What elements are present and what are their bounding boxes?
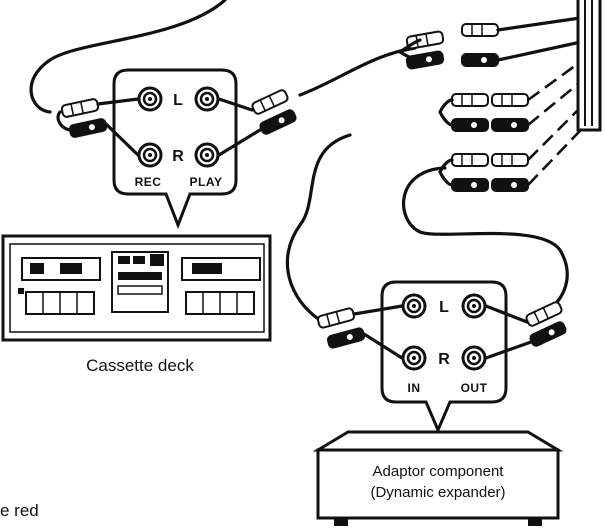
adaptor-jack-out-l bbox=[461, 293, 487, 319]
adaptor-label-out: OUT bbox=[461, 381, 488, 395]
adaptor-label-r: R bbox=[438, 351, 450, 368]
cassette-jack-play-r bbox=[194, 142, 220, 168]
wire-play-to-amp bbox=[298, 46, 417, 97]
adaptor-jack-panel: L R IN OUT bbox=[380, 280, 508, 434]
wire-loop-top bbox=[29, 0, 227, 114]
amplifier-edge bbox=[576, 0, 602, 132]
cassette-plugs bbox=[56, 87, 298, 157]
adaptor-plugs bbox=[316, 299, 568, 360]
cassette-jack-panel: L R REC PLAY bbox=[112, 68, 238, 230]
adaptor-component-box bbox=[312, 430, 564, 526]
cassette-jack-rec-r bbox=[137, 142, 163, 168]
partial-text: e red bbox=[0, 501, 39, 520]
cassette-jack-play-l bbox=[194, 86, 220, 112]
adaptor-caption-line2: (Dynamic expander) bbox=[370, 484, 505, 501]
cassette-jack-rec-l bbox=[137, 86, 163, 112]
adaptor-jack-out-r bbox=[461, 345, 487, 371]
adaptor-jack-in-l bbox=[401, 293, 427, 319]
adaptor-label-l: L bbox=[439, 299, 449, 316]
amp-plugs-mid bbox=[438, 93, 529, 132]
cassette-deck bbox=[1, 234, 272, 342]
cassette-label-play: PLAY bbox=[190, 175, 223, 189]
wire-amp-to-adaptor-in bbox=[401, 166, 569, 314]
amp-plugs-top bbox=[398, 16, 592, 71]
adaptor-jack-in-r bbox=[401, 345, 427, 371]
wire-adaptor-loop bbox=[285, 133, 352, 322]
cassette-deck-caption: Cassette deck bbox=[86, 356, 194, 375]
adaptor-caption-line1: Adaptor component bbox=[373, 463, 505, 480]
cassette-label-rec: REC bbox=[135, 175, 162, 189]
amp-plugs-low bbox=[438, 153, 529, 192]
cassette-label-l: L bbox=[173, 92, 183, 109]
cassette-label-r: R bbox=[172, 148, 184, 165]
adaptor-label-in: IN bbox=[408, 381, 421, 395]
cables bbox=[29, 0, 569, 322]
